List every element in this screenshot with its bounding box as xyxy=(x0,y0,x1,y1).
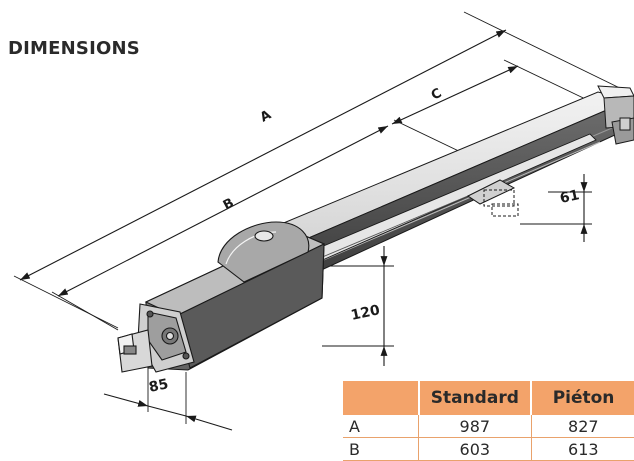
table-header-standard: Standard xyxy=(418,381,533,415)
table-row: B 603 613 xyxy=(343,437,634,461)
motor-housing xyxy=(144,221,326,371)
dim-label-85: 85 xyxy=(148,376,170,396)
dim-label-120: 120 xyxy=(350,302,382,324)
standard-value: 987 xyxy=(418,415,532,438)
row-label: A xyxy=(343,415,419,438)
end-bracket xyxy=(597,85,634,145)
dim-label-61: 61 xyxy=(559,187,581,207)
limit-switch xyxy=(467,179,519,217)
dimension-lines xyxy=(19,29,588,431)
pieton-value: 613 xyxy=(531,437,634,461)
row-label: B xyxy=(343,437,419,461)
standard-value: 603 xyxy=(418,437,532,461)
dim-label-a: A xyxy=(258,108,274,126)
table-header-row: Standard Piéton xyxy=(343,381,634,415)
dimension-table: Standard Piéton A 987 827 B 603 613 xyxy=(343,381,634,461)
pieton-value: 827 xyxy=(531,415,634,438)
table-header-pieton: Piéton xyxy=(531,381,634,415)
end-cap xyxy=(117,303,195,373)
table-row: A 987 827 xyxy=(343,415,634,438)
table-header-empty xyxy=(343,381,420,415)
